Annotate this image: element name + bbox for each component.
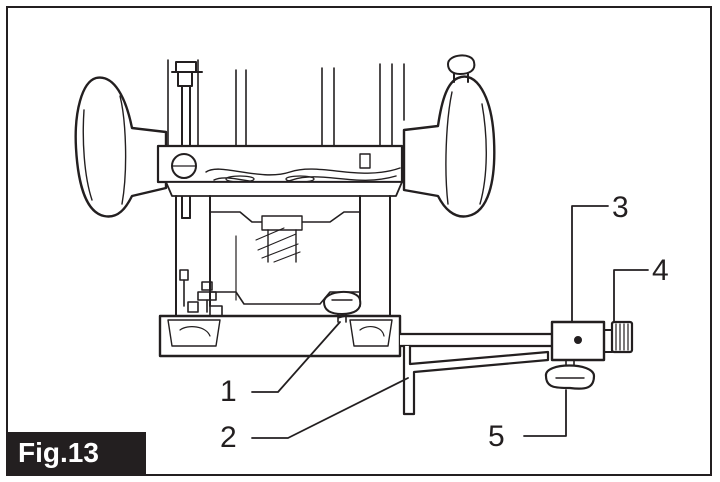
router-columns (167, 59, 405, 151)
leader-1 (251, 321, 341, 393)
leader-4 (613, 269, 649, 323)
holder-wing-bolt (544, 359, 596, 390)
leader-3 (571, 205, 609, 323)
right-handle (402, 54, 496, 218)
left-handle (74, 76, 168, 218)
leader-5 (523, 389, 567, 437)
callout-2: 2 (220, 421, 237, 454)
wing-bolt (323, 291, 362, 323)
router-housing (156, 144, 404, 197)
stopper-screws (179, 269, 223, 317)
figure-label-tag: Fig.13 (6, 432, 146, 474)
router-base (158, 314, 402, 358)
fine-adjusting-screw (610, 320, 634, 354)
figure-frame (6, 6, 712, 476)
figure-label: Fig.13 (18, 437, 99, 468)
callout-5: 5 (488, 420, 505, 453)
leader-lines (251, 205, 649, 439)
callout-3: 3 (612, 191, 629, 224)
leader-2 (251, 377, 409, 439)
router-body (175, 195, 391, 319)
holder (550, 320, 613, 362)
callout-1: 1 (220, 375, 237, 408)
guide-bar (398, 332, 562, 416)
callout-4: 4 (652, 254, 669, 287)
